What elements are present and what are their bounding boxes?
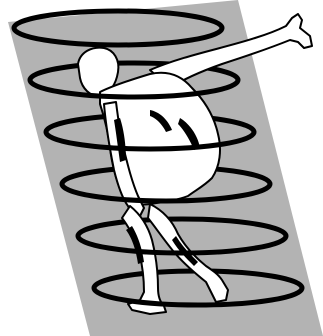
- discus-thrower-illustration: [0, 0, 323, 336]
- illustration-canvas: [0, 0, 323, 336]
